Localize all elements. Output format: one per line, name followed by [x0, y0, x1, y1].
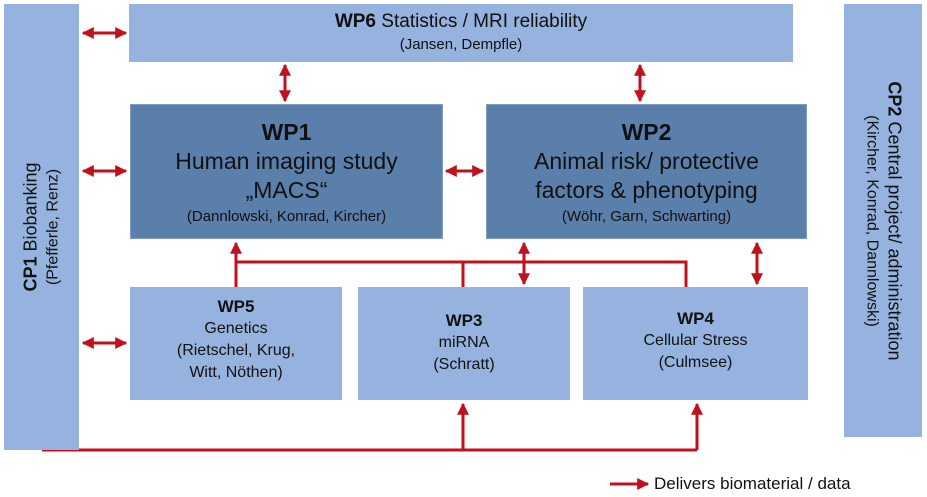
wp6-statistics-box: WP6 Statistics / MRI reliability (Jansen…	[129, 4, 793, 62]
wp3-id: WP3	[445, 311, 483, 330]
wp4-people: (Culmsee)	[658, 354, 733, 371]
wp5-title: Genetics	[204, 320, 268, 337]
wp4-id: WP4	[677, 309, 714, 328]
wp1-title-line1: Human imaging study	[175, 148, 398, 174]
wp5-genetics-box: WP5 Genetics (Rietschel, Krug, Witt, Nöt…	[130, 287, 342, 400]
wp4-title: Cellular Stress	[643, 332, 748, 349]
wp4-cellular-stress-box: WP4 Cellular Stress (Culmsee)	[583, 287, 808, 400]
wp1-imaging-box: WP1 Human imaging study „MACS“ (Dannlows…	[130, 104, 443, 239]
wp2-title-line2: factors & phenotyping	[535, 177, 758, 203]
cp1-title: Biobanking	[20, 162, 40, 252]
cp1-people: (Pfefferle, Renz)	[44, 168, 61, 286]
cp2-people: (Kircher, Konrad, Dannlowski)	[863, 114, 881, 327]
wp1-people: (Dannlowski, Konrad, Kircher)	[186, 208, 387, 225]
legend-label: Delivers biomaterial / data	[654, 474, 851, 493]
cp1-biobanking-box: CP1 Biobanking (Pfefferle, Renz)	[4, 4, 79, 450]
wp3-people: (Schratt)	[433, 356, 495, 373]
wp2-people: (Wöhr, Garn, Schwarting)	[561, 208, 732, 225]
wp5-people-line1: (Rietschel, Krug,	[176, 342, 296, 359]
wp6-id: WP6	[334, 11, 377, 32]
bus-wp1-workpackages	[234, 260, 688, 287]
wp3-title: miRNA	[438, 334, 490, 351]
cp2-id: CP2	[884, 80, 905, 116]
wp1-id: WP1	[261, 119, 312, 145]
cp2-title: Central project/ administration	[884, 120, 905, 361]
wp2-title-line1: Animal risk/ protective	[534, 148, 759, 174]
cp1-id: CP1	[20, 256, 40, 292]
cp2-central-project-box: CP2 Central project/ administration (Kir…	[844, 4, 922, 437]
wp2-id: WP2	[621, 119, 672, 145]
wp5-people-line2: Witt, Nöthen)	[189, 364, 283, 381]
wp3-mirna-box: WP3 miRNA (Schratt)	[358, 287, 570, 400]
wp6-title: Statistics / MRI reliability	[381, 11, 588, 32]
wp1-title-line2: „MACS“	[245, 177, 328, 203]
wp6-people: (Jansen, Dempfle)	[399, 36, 523, 53]
wp2-animal-box: WP2 Animal risk/ protective factors & ph…	[486, 104, 807, 239]
wp5-id: WP5	[217, 297, 255, 316]
